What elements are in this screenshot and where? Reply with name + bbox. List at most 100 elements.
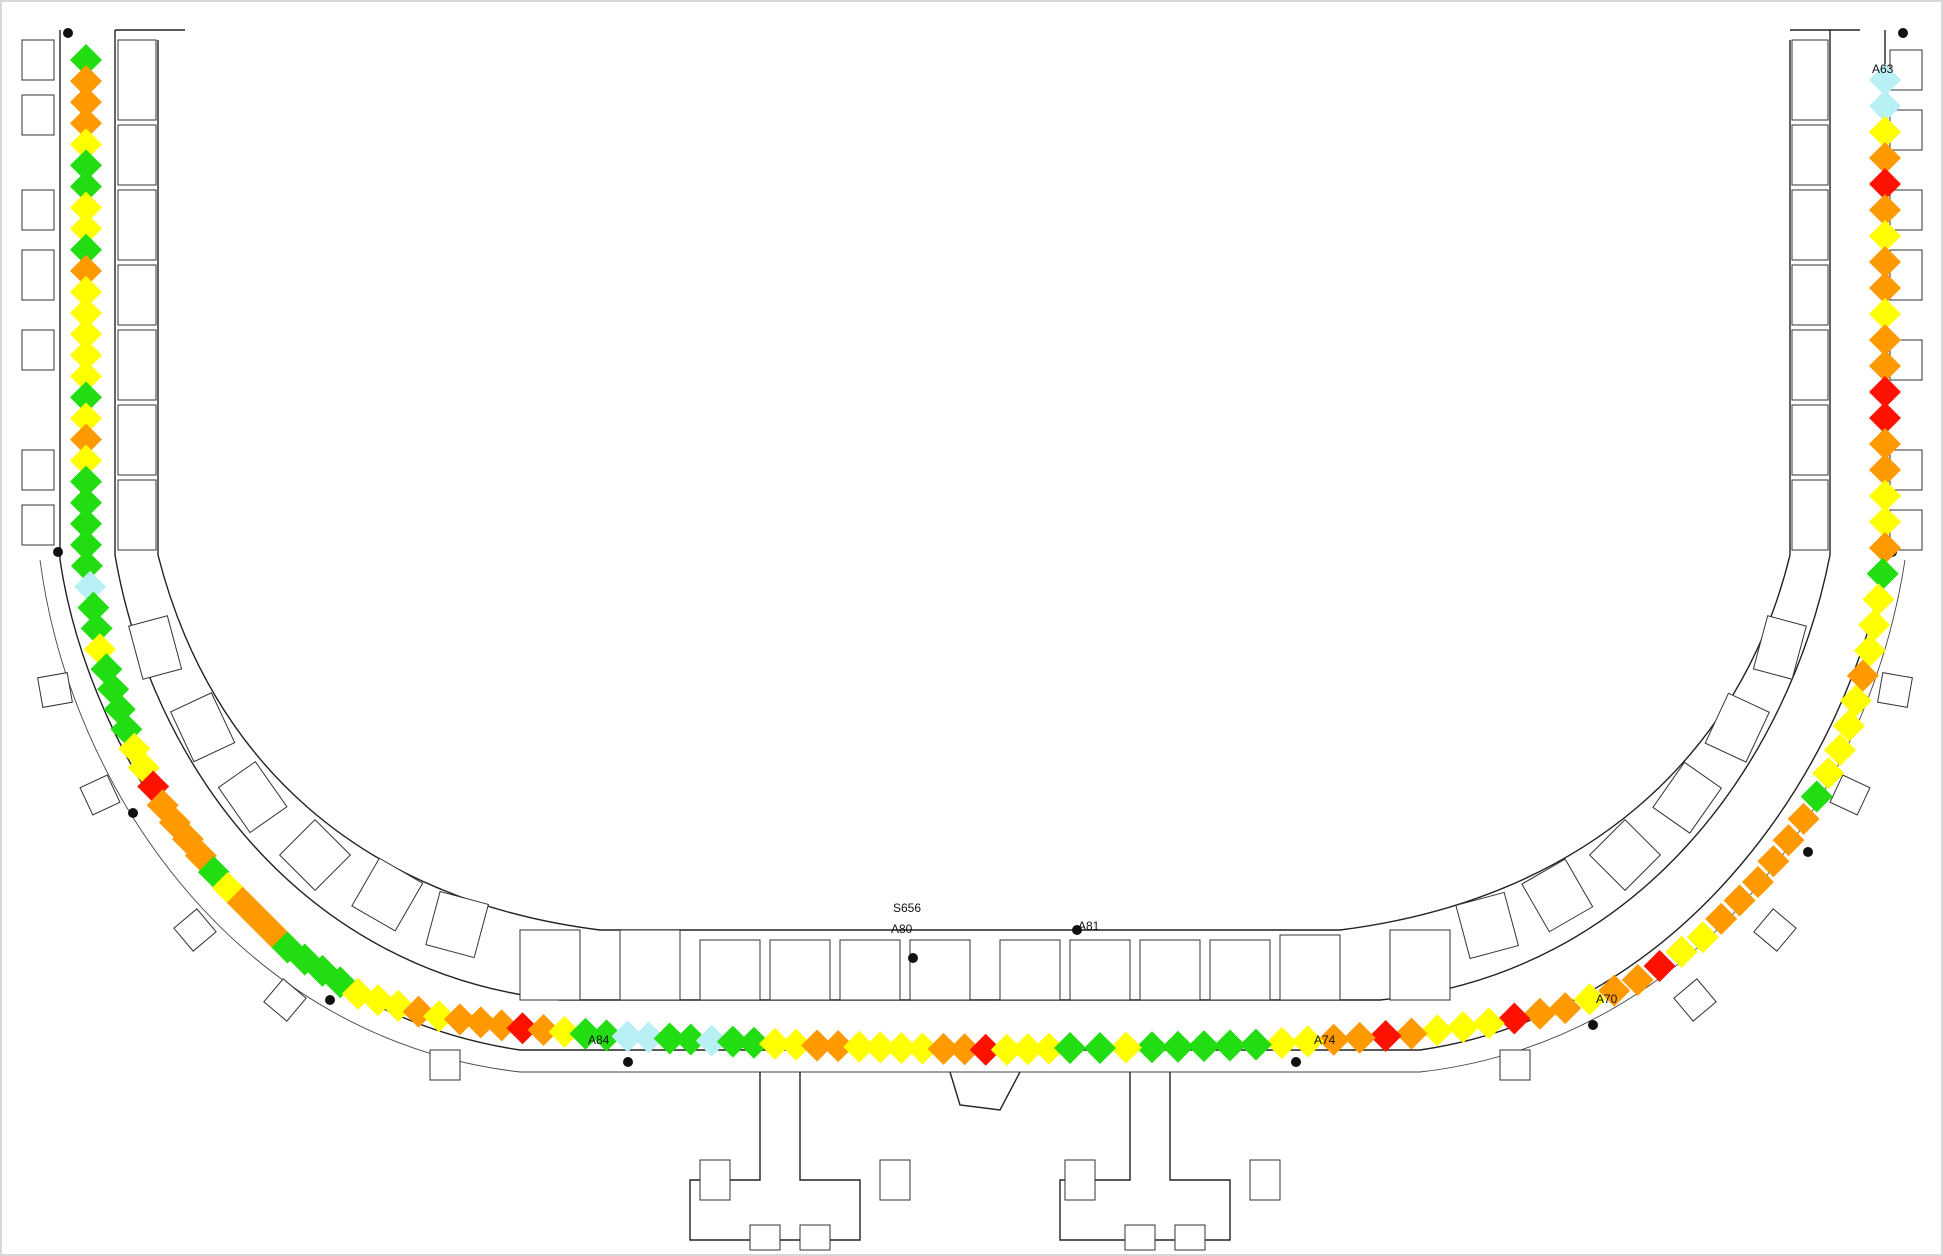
signal-marker-bad <box>969 1033 1002 1066</box>
signal-marker-poor <box>1869 193 1901 226</box>
signal-marker-good <box>70 465 102 498</box>
signal-marker-excellent <box>1869 89 1901 122</box>
signal-marker-good <box>1161 1030 1194 1063</box>
signal-marker-fair <box>1265 1027 1298 1060</box>
signal-marker-fair <box>1472 1007 1505 1040</box>
outer-pods <box>37 672 1913 1081</box>
signal-marker-good <box>1054 1032 1086 1064</box>
signal-marker-poor <box>70 65 102 98</box>
signal-marker-fair <box>1109 1031 1142 1064</box>
signal-marker-poor <box>70 107 102 140</box>
signal-marker-poor <box>485 1009 518 1042</box>
signal-marker-bad <box>1869 375 1901 408</box>
ap-marker-icon <box>1588 1020 1598 1030</box>
center-rooms <box>519 929 1451 1001</box>
signal-marker-fair <box>864 1031 897 1064</box>
signal-marker-poor <box>1869 323 1901 356</box>
signal-marker-fair <box>1573 983 1606 1016</box>
signal-marker-poor <box>1869 453 1901 486</box>
signal-marker-fair <box>1869 115 1901 148</box>
signal-marker-bad <box>506 1012 539 1045</box>
ap-marker-icon <box>63 28 73 38</box>
label-a74: A74 <box>1314 1033 1336 1047</box>
signal-marker-fair <box>885 1032 918 1065</box>
signal-path-left <box>70 44 1086 1066</box>
signal-marker-fair <box>1862 583 1895 616</box>
signal-marker-good <box>1213 1029 1246 1062</box>
signal-marker-poor <box>801 1029 834 1062</box>
label-a84: A84 <box>588 1033 610 1047</box>
signal-marker-fair <box>1869 219 1901 252</box>
signal-marker-bad <box>1869 167 1901 200</box>
building-outline <box>21 29 1923 1251</box>
right-wing-rooms <box>1791 39 1923 551</box>
signal-marker-bad <box>1643 949 1676 982</box>
signal-marker-good <box>653 1022 686 1055</box>
signal-marker-excellent <box>695 1024 728 1057</box>
signal-marker-poor <box>1787 802 1820 835</box>
curve-rooms <box>128 615 1807 960</box>
signal-marker-good <box>70 149 102 182</box>
signal-marker-good <box>1866 557 1899 590</box>
signal-marker-fair <box>70 191 102 224</box>
signal-marker-good <box>70 507 102 540</box>
signal-marker-bad <box>1369 1020 1402 1053</box>
signal-marker-poor <box>1741 866 1774 899</box>
signal-marker-poor <box>1869 531 1901 564</box>
ap-marker-icon <box>1898 28 1908 38</box>
signal-marker-good <box>1187 1030 1220 1063</box>
signal-marker-fair <box>1853 634 1886 667</box>
signal-marker-fair <box>70 402 102 435</box>
signal-marker-good <box>70 486 102 519</box>
signal-marker-poor <box>527 1014 560 1047</box>
signal-marker-fair <box>70 339 102 372</box>
signal-marker-good <box>737 1026 770 1059</box>
signal-marker-poor <box>1523 997 1556 1030</box>
ap-marker-icon <box>908 953 918 963</box>
signal-marker-excellent <box>611 1020 644 1053</box>
signal-marker-poor <box>1869 141 1901 174</box>
signal-marker-poor <box>70 86 102 119</box>
south-pavilions <box>689 1071 1281 1251</box>
signal-marker-fair <box>70 360 102 393</box>
signal-marker-fair <box>1832 709 1865 742</box>
ap-marker-icon <box>623 1057 633 1067</box>
signal-marker-poor <box>1705 902 1738 935</box>
signal-marker-poor <box>1317 1023 1350 1056</box>
signal-marker-poor <box>1757 845 1790 878</box>
signal-marker-good <box>1084 1032 1116 1064</box>
signal-marker-fair <box>1011 1033 1044 1066</box>
signal-marker-fair <box>1421 1014 1454 1047</box>
ap-marker-icon <box>325 995 335 1005</box>
signal-marker-fair <box>1032 1032 1065 1065</box>
signal-marker-fair <box>758 1027 791 1060</box>
signal-marker-poor <box>70 423 102 456</box>
signal-marker-fair <box>423 1000 456 1033</box>
signal-marker-poor <box>1869 427 1901 460</box>
signal-marker-fair <box>843 1030 876 1063</box>
signal-marker-poor <box>1723 884 1756 917</box>
signal-marker-bad <box>1498 1002 1531 1035</box>
signal-marker-good <box>716 1025 749 1058</box>
signal-marker-fair <box>1858 609 1891 642</box>
signal-marker-good <box>77 591 110 624</box>
signal-marker-fair <box>780 1028 813 1061</box>
signal-marker-fair <box>1869 297 1901 330</box>
label-a63: A63 <box>1872 62 1894 76</box>
signal-marker-fair <box>70 212 102 245</box>
signal-marker-poor <box>443 1003 476 1036</box>
signal-marker-fair <box>906 1032 939 1065</box>
signal-marker-excellent <box>1869 64 1901 96</box>
signal-marker-fair <box>70 128 102 161</box>
signal-marker-fair <box>70 296 102 329</box>
signal-marker-fair <box>70 318 102 351</box>
signal-marker-bad <box>1869 401 1901 434</box>
signal-marker-good <box>70 549 103 582</box>
signal-marker-good <box>70 381 102 414</box>
signal-marker-poor <box>1343 1021 1376 1054</box>
signal-marker-excellent <box>632 1021 665 1054</box>
signal-marker-fair <box>1823 734 1856 767</box>
signal-path-right <box>1084 64 1901 1064</box>
signal-marker-fair <box>1869 479 1901 512</box>
